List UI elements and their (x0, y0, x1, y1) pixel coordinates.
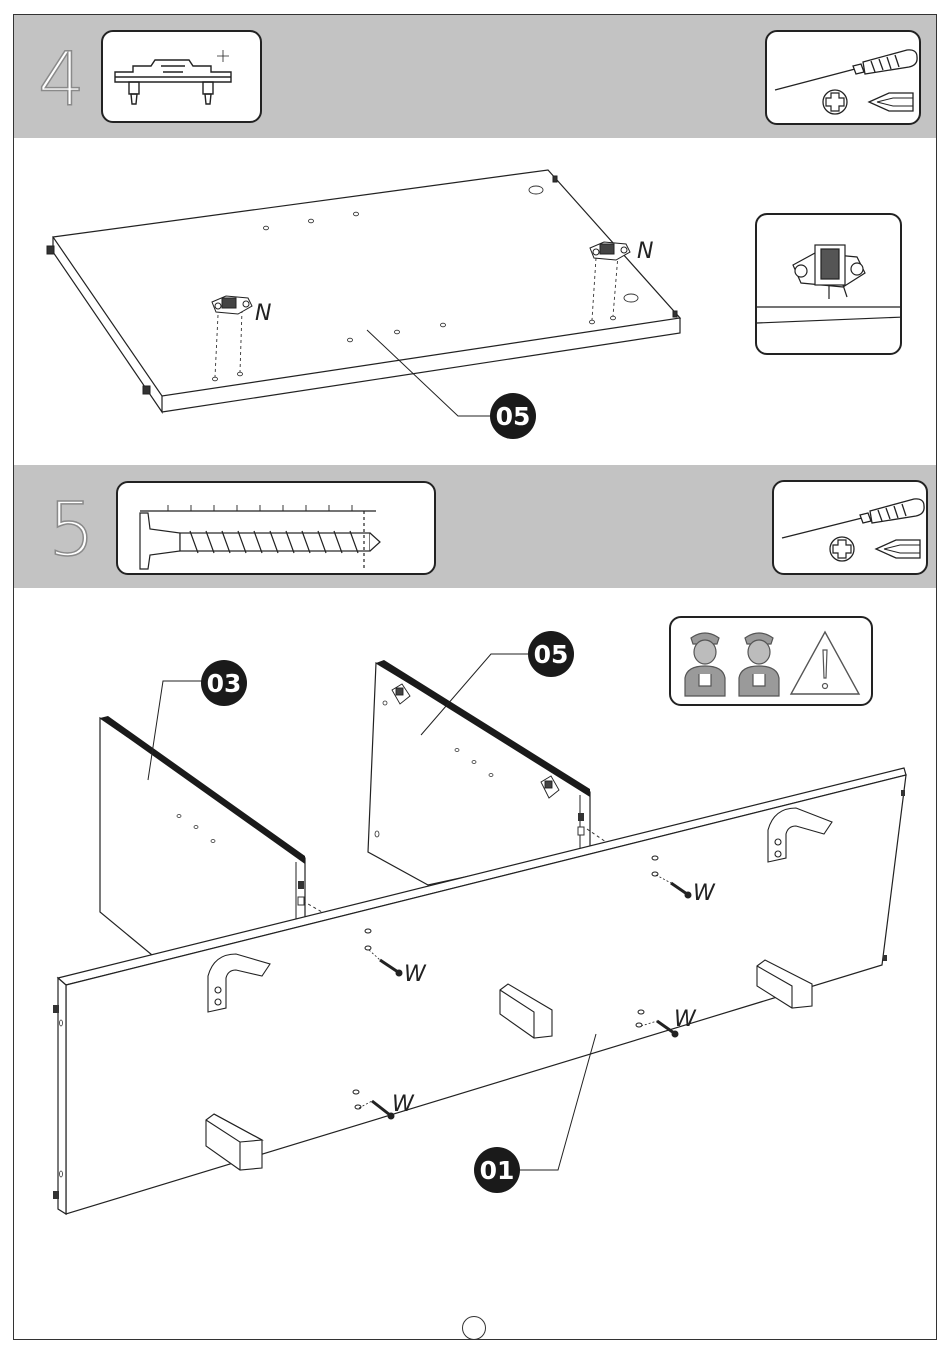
page-number-circle (462, 1316, 486, 1340)
part-number: 05 (534, 640, 569, 669)
screw-label: W (693, 881, 716, 906)
part-number: 01 (480, 1156, 515, 1185)
screw-label: W (404, 962, 427, 987)
part-number: 03 (207, 669, 242, 698)
screw-label: W (674, 1007, 697, 1032)
screw-label: W (392, 1092, 415, 1117)
panel-03 (100, 716, 322, 955)
